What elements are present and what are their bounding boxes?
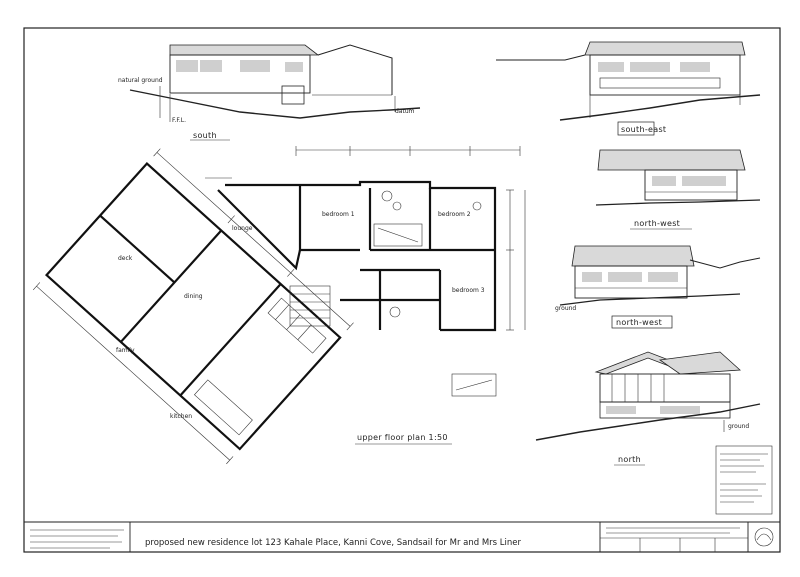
south-elevation: natural ground F.F.L. datum south	[118, 44, 421, 141]
north-west-elevation-a: north-west	[595, 149, 761, 230]
room-label-family: family	[116, 347, 135, 354]
svg-text:datum: datum	[395, 108, 415, 115]
room-label-bedroom-1: bedroom 1	[322, 211, 355, 218]
room-label-bedroom-3: bedroom 3	[452, 287, 485, 294]
svg-text:F.F.L.: F.F.L.	[172, 117, 186, 124]
room-label-kitchen: kitchen	[170, 413, 192, 420]
south-east-elevation: south-east	[496, 41, 761, 136]
elevation-label-north-west-a: north-west	[634, 219, 680, 228]
plan-title: upper floor plan 1:50	[357, 433, 448, 442]
elevation-label-north-west-b: north-west	[616, 318, 662, 327]
sheet-border	[23, 27, 781, 553]
room-label-lounge: lounge	[232, 225, 253, 232]
notes-block	[715, 445, 773, 515]
title-block	[30, 522, 774, 552]
north-elevation: ground north	[535, 351, 761, 466]
room-label-dining: dining	[184, 293, 203, 300]
svg-text:ground: ground	[728, 423, 749, 430]
north-west-elevation-b: ground north-west	[555, 245, 761, 329]
elevation-label-north: north	[618, 455, 641, 464]
svg-text:natural ground: natural ground	[118, 77, 163, 84]
upper-floor-plan: bedroom 1 bedroom 2 bedroom 3	[32, 146, 526, 465]
elevation-label-south-east: south-east	[621, 125, 666, 134]
drawing-mark-icon	[754, 527, 774, 547]
room-label-bedroom-2: bedroom 2	[438, 211, 471, 218]
elevation-label-south: south	[193, 131, 217, 140]
svg-text:ground: ground	[555, 305, 576, 312]
project-description: proposed new residence lot 123 Kahale Pl…	[145, 538, 522, 548]
room-label-deck: deck	[118, 255, 133, 262]
